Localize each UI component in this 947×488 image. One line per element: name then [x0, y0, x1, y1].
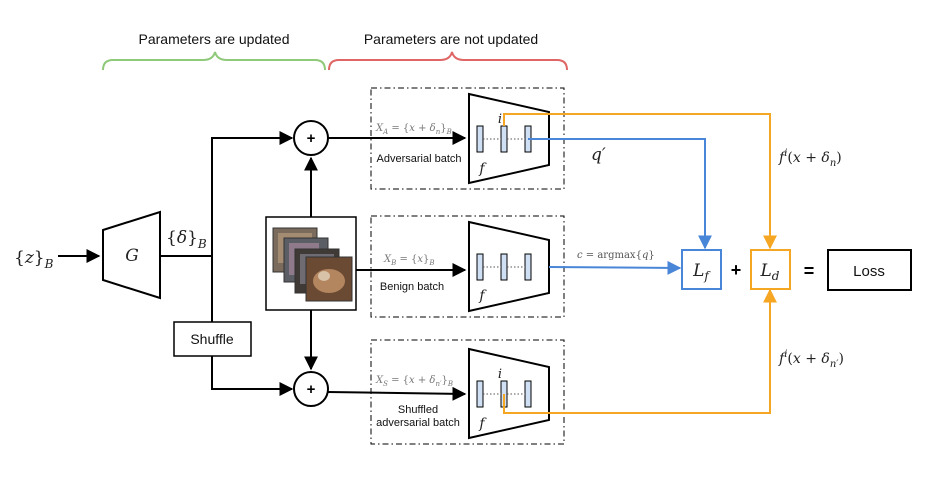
benign-batch-label: Benign batch: [380, 281, 444, 293]
benign-layer-1: [476, 253, 484, 281]
generator-label: G: [125, 246, 139, 266]
loss-box: [827, 249, 912, 291]
argmax-label: c = argmax{q}: [577, 250, 655, 261]
shuffled-formula: XS = {x + δn′}B: [375, 375, 453, 388]
plus-top-symbol: +: [307, 130, 316, 147]
plus-bottom-node: [293, 371, 329, 407]
adversarial-layer-2: [500, 125, 508, 153]
shuffled-layer-1: [476, 380, 484, 408]
f-top-path: [503, 113, 777, 250]
f-bottom-path: [503, 288, 777, 414]
image-stack-icon: [265, 216, 357, 311]
generator-block: [102, 210, 161, 300]
adversarial-network: [468, 92, 550, 185]
not-updated-label: Parameters are not updated: [364, 31, 538, 47]
benign-formula: XB = {x}B: [383, 254, 435, 267]
shuffle-box: [173, 321, 252, 357]
updated-bracket: [102, 51, 326, 71]
adversarial-layer-1: [476, 125, 484, 153]
equals-symbol: =: [804, 261, 815, 281]
shuffled-i-label: i: [498, 367, 502, 382]
benign-layer-2: [500, 253, 508, 281]
shuffle-label: Shuffle: [190, 331, 234, 347]
delta-b-label: {δ}B: [166, 228, 207, 251]
adversarial-batch-label: Adversarial batch: [377, 153, 462, 165]
input-z-label: {z}B: [14, 248, 54, 271]
loss-plus-symbol: +: [731, 260, 742, 280]
adversarial-i-label: i: [498, 112, 502, 127]
ld-box: [750, 249, 791, 290]
q-prime-label: q′: [591, 145, 606, 165]
shuffled-batch-label-1: Shuffled: [398, 404, 438, 416]
updated-label: Parameters are updated: [139, 31, 290, 47]
benign-f-label: f: [478, 288, 487, 304]
shuffled-batch-label-2: adversarial batch: [376, 417, 460, 429]
benign-network: [468, 220, 550, 313]
argmax-path: [548, 260, 682, 275]
shuffled-network: [468, 347, 550, 440]
f-bottom-label: fi(x + δn′): [778, 349, 844, 370]
adversarial-formula: XA = {x + δn}B: [375, 123, 452, 136]
benign-layer-3: [524, 253, 532, 281]
not-updated-bracket: [328, 51, 568, 71]
shuffled-layer-3: [524, 380, 532, 408]
adversarial-f-label: f: [478, 161, 487, 177]
plus-bottom-symbol: +: [307, 381, 316, 398]
shuffled-f-label: f: [478, 416, 487, 432]
f-top-label: fi(x + δn): [778, 148, 842, 169]
lf-box: [681, 249, 722, 290]
loss-label: Loss: [853, 263, 885, 280]
plus-bottom-to-shuffled: [327, 386, 467, 401]
q-prime-path: [528, 138, 712, 250]
